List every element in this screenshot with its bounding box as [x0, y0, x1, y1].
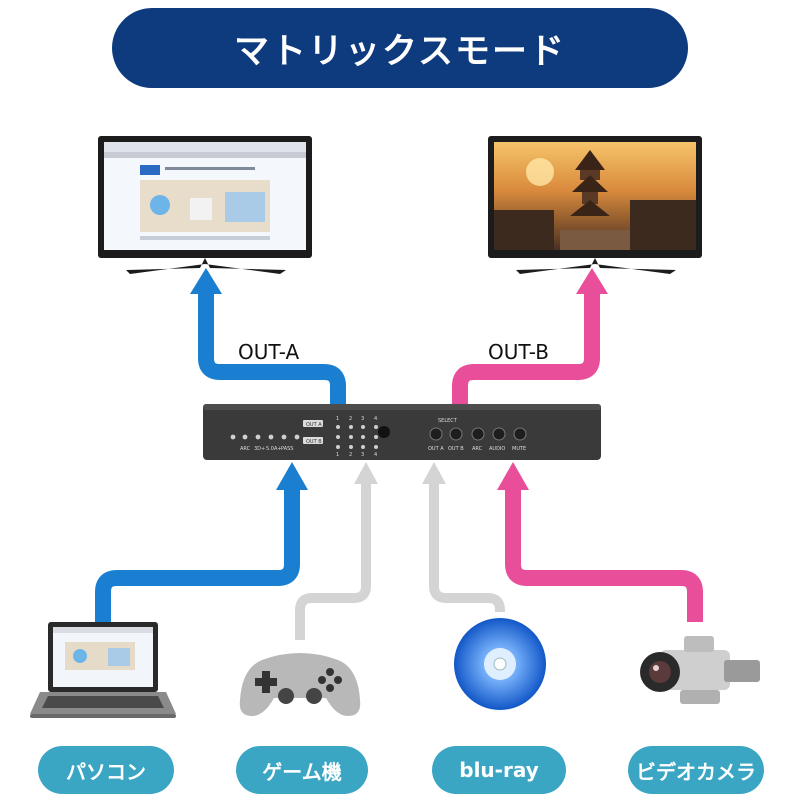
- camcorder-icon: [640, 636, 760, 704]
- front-label-pass: PASS: [281, 446, 293, 452]
- source-label-bluray-text: blu-ray: [459, 758, 539, 782]
- pc-input-arrowhead: [276, 462, 308, 490]
- port-number-top-1: 1: [336, 416, 339, 422]
- front-label-arc: ARC: [240, 446, 251, 452]
- out-b-arrowhead: [576, 268, 608, 294]
- bluray-input-arrowhead: [422, 462, 446, 484]
- right-tv-icon: [488, 136, 702, 274]
- port-number-top-3: 3: [361, 416, 364, 422]
- bluray-input-path: [434, 482, 500, 612]
- out-a-arrowhead: [190, 268, 222, 294]
- out-a-label: OUT-A: [238, 340, 299, 364]
- matrix-label-out-b: OUT B: [306, 439, 322, 445]
- button-label-mute: MUTE: [512, 446, 526, 452]
- port-number-bottom-1: 1: [336, 452, 339, 458]
- camera-input-path: [513, 490, 695, 622]
- source-label-game-text: ゲーム機: [262, 756, 341, 785]
- gamepad-icon: [240, 653, 361, 716]
- laptop-icon: [30, 622, 176, 718]
- game-input-path: [300, 482, 366, 640]
- select-label: SELECT: [438, 418, 458, 424]
- button-label-arc: ARC: [472, 446, 483, 452]
- game-input-arrowhead: [354, 462, 378, 484]
- port-number-bottom-2: 2: [349, 452, 352, 458]
- camera-input-arrowhead: [497, 462, 529, 490]
- front-label-5a: 5.0A+: [266, 446, 282, 452]
- front-label-3d: 3D+: [254, 446, 265, 452]
- source-label-camera: ビデオカメラ: [628, 746, 764, 794]
- button-label-audio: AUDIO: [489, 446, 505, 452]
- matrix-label-out-a: OUT A: [306, 422, 322, 428]
- left-tv-icon: [98, 136, 312, 274]
- source-label-camera-text: ビデオカメラ: [636, 756, 756, 785]
- port-number-top-4: 4: [374, 416, 377, 422]
- ir-sensor: [378, 426, 390, 438]
- matrix-switch-device: OUT A OUT B 1 2 3 4 1 2 3 4 ARC 3D+ 5.0A…: [203, 404, 601, 460]
- source-label-pc-text: パソコン: [66, 756, 146, 785]
- disc-icon: [454, 618, 546, 710]
- source-label-pc: パソコン: [38, 746, 174, 794]
- port-number-top-2: 2: [349, 416, 352, 422]
- out-b-label: OUT-B: [488, 340, 549, 364]
- source-label-bluray: blu-ray: [432, 746, 566, 794]
- port-number-bottom-4: 4: [374, 452, 377, 458]
- source-label-game: ゲーム機: [236, 746, 368, 794]
- port-number-bottom-3: 3: [361, 452, 364, 458]
- pc-input-path: [103, 490, 292, 622]
- button-label-out-b: OUT B: [448, 446, 464, 452]
- button-label-out-a: OUT A: [428, 446, 444, 452]
